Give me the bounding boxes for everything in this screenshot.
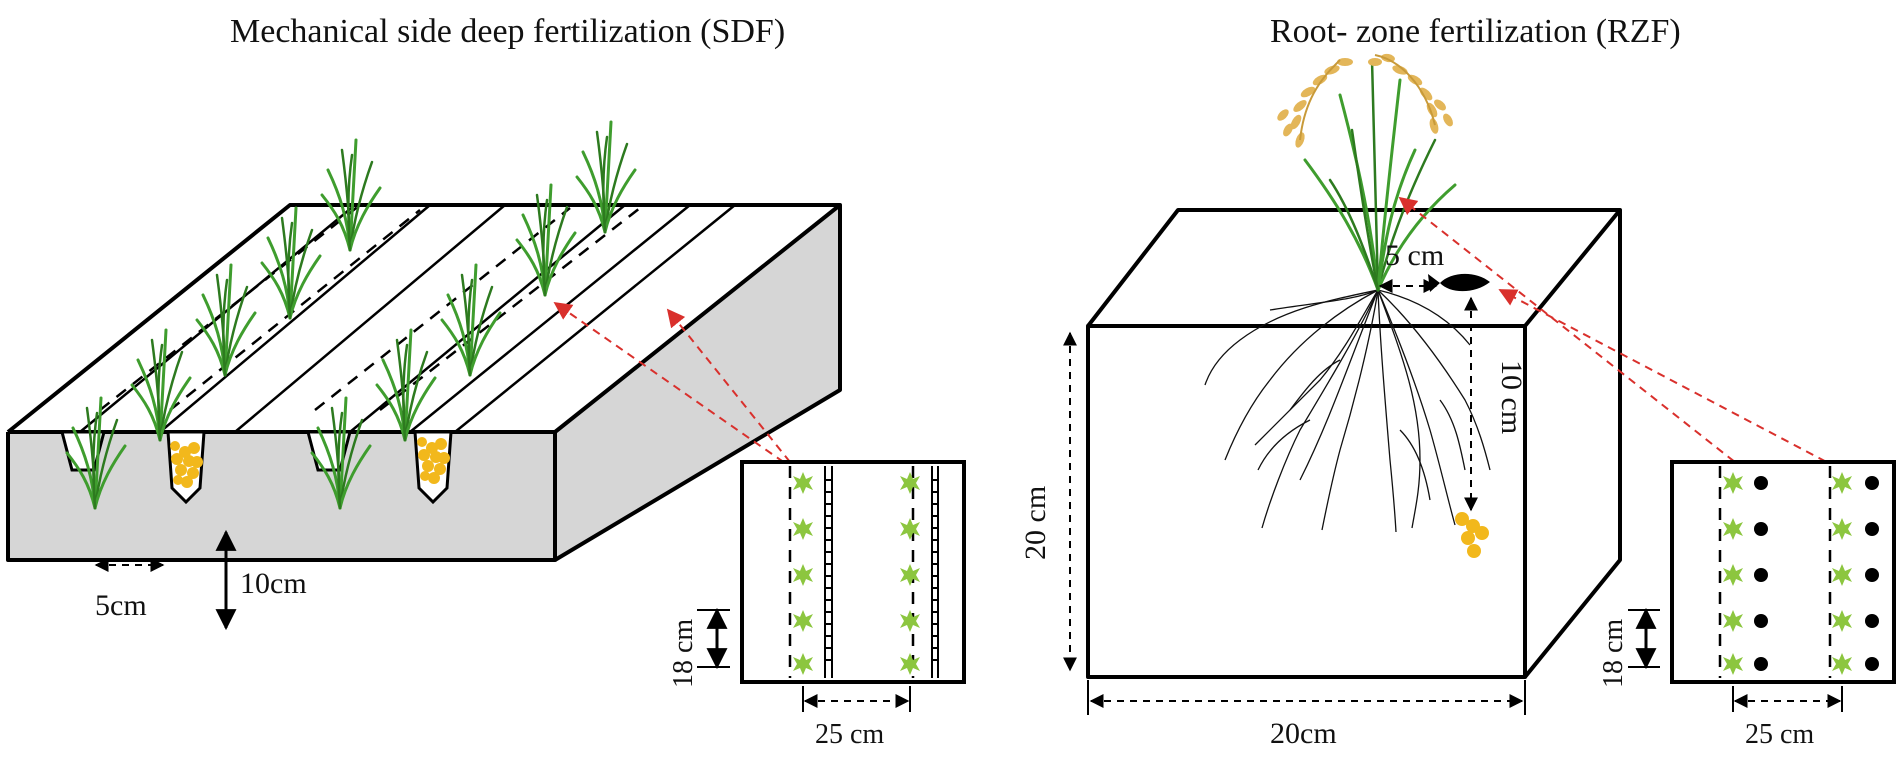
rzf-projection-arrow-1: [1398, 196, 1746, 471]
sdf-inset-plant-spacing: 18 cm: [668, 619, 699, 688]
rzf-height-label: 20 cm: [1019, 486, 1052, 560]
rzf-inset: 18 cm 25 cm: [1598, 460, 1896, 750]
rzf-gap-label: 5 cm: [1385, 239, 1444, 272]
rzf-inset-row-spacing: 25 cm: [1745, 719, 1814, 750]
rzf-depth-label: 10 cm: [1495, 360, 1528, 434]
rzf-applicator-icon: [1428, 273, 1490, 292]
rzf-panel: Root- zone fertilization (RZF): [1019, 13, 1896, 750]
rzf-soil-cube: [1086, 208, 1622, 679]
rzf-projection-arrow-2: [1498, 289, 1839, 469]
rzf-rice-plant: [1277, 53, 1457, 292]
sdf-projection-arrow-1: [553, 301, 796, 471]
sdf-title: Mechanical side deep fertilization (SDF): [230, 13, 785, 50]
rzf-width-label: 20cm: [1270, 717, 1337, 750]
sdf-soil-block: [6, 203, 842, 562]
rzf-fertilizer: [1455, 512, 1489, 558]
rzf-roots: [1204, 289, 1491, 533]
sdf-depth-label: 10cm: [240, 567, 307, 600]
sdf-panel: Mechanical side deep fertilization (SDF): [6, 13, 966, 750]
rzf-title: Root- zone fertilization (RZF): [1270, 13, 1681, 50]
sdf-projection-arrow-2: [666, 308, 791, 463]
sdf-inset-row-spacing: 25 cm: [815, 719, 884, 750]
rzf-inset-plant-spacing: 18 cm: [1598, 619, 1629, 688]
sdf-gap-label: 5cm: [95, 589, 147, 622]
sdf-inset: 18 cm 25 cm: [668, 460, 966, 750]
